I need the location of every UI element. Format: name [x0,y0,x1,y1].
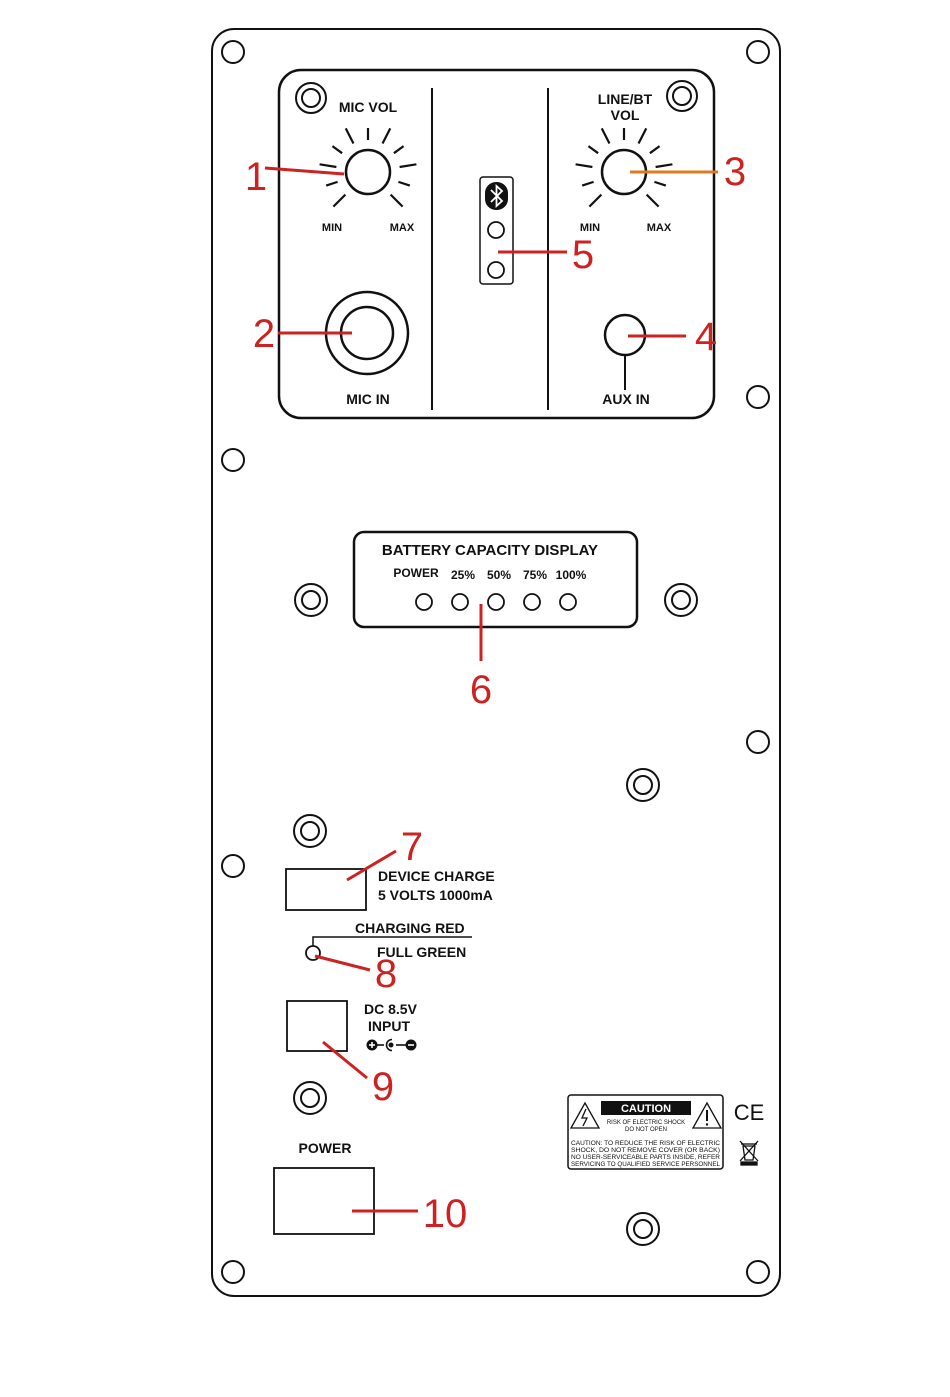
scale-tick [344,127,355,144]
mic-vol-min-label: MIN [322,222,342,234]
mic-vol-scale [319,127,417,208]
scale-tick [575,163,593,169]
caution-label [567,1094,724,1170]
battery-display-title: BATTERY CAPACITY DISPLAY [382,542,598,559]
caution-body1: CAUTION: TO REDUCE THE RISK OF ELECTRIC [571,1141,721,1147]
callout-2: 2 [253,312,275,356]
callout-3: 3 [724,150,746,194]
dc-input-line1: DC 8.5V [364,1001,418,1017]
callout-8: 8 [375,952,397,996]
callout-4: 4 [695,315,717,359]
callout-9: 9 [372,1065,394,1109]
scale-tick [645,193,660,208]
dc-input-jack[interactable] [286,1000,348,1052]
scale-tick [654,180,667,187]
caution-sub2: DO NOT OPEN [625,1127,667,1133]
scale-tick [649,145,661,155]
caution-title: CAUTION [621,1103,671,1115]
scale-tick [637,127,648,144]
aux-in-label: AUX IN [602,391,649,407]
callout-6: 6 [470,668,492,712]
line-vol-label-line2: VOL [611,107,640,123]
line-vol-scale [575,127,673,208]
panel-outline [211,28,781,1297]
scale-tick [399,163,417,169]
charge-indicator-leader [312,936,472,946]
caution-sub1: RISK OF ELECTRIC SHOCK [607,1120,685,1126]
scale-tick [655,163,673,169]
callout-5: 5 [572,233,594,277]
power-switch-label: POWER [299,1140,352,1156]
scale-tick [319,163,337,169]
caution-body2: SHOCK, DO NOT REMOVE COVER (OR BACK) [571,1148,720,1154]
callout-1: 1 [245,155,267,199]
scale-tick [393,145,405,155]
scale-tick [600,127,611,144]
scale-tick [381,127,392,144]
power-switch[interactable] [273,1167,375,1235]
device-charge-line1: DEVICE CHARGE [378,868,495,884]
battery-leds [415,593,577,611]
scale-tick [389,193,404,208]
scale-tick [331,145,343,155]
mic-vol-knob[interactable] [344,148,392,196]
callout-10: 10 [423,1192,468,1236]
polarity-icon [366,1038,417,1052]
battery-level-power: POWER [393,566,439,580]
charge-indicator-line2: FULL GREEN [377,944,466,960]
line-vol-min-label: MIN [580,222,600,234]
scale-tick [588,193,603,208]
dc-input-line2: INPUT [368,1018,410,1034]
usb-charge-port[interactable] [285,868,367,911]
mic-vol-max-label: MAX [390,222,415,234]
screw-holes [293,80,698,1246]
control-plate [277,68,716,420]
mounting-holes [221,40,770,1284]
scale-tick [325,180,338,187]
battery-display-panel [352,530,639,629]
device-charge-line2: 5 VOLTS 1000mA [378,887,493,903]
battery-level-100: 100% [556,568,587,582]
bluetooth-pair-button[interactable] [487,261,505,279]
weee-bin-icon [739,1140,759,1166]
callout-leaders [264,166,718,1213]
scale-tick [587,145,599,155]
mic-vol-label: MIC VOL [339,99,398,115]
callout-7: 7 [401,825,423,869]
battery-level-50: 50% [487,568,511,582]
line-vol-label-line1: LINE/BT [598,91,653,107]
bluetooth-led [487,221,505,239]
scale-tick [332,193,347,208]
battery-level-25: 25% [451,568,475,582]
scale-tick [581,180,594,187]
bluetooth-module [479,176,514,285]
scale-tick [398,180,411,187]
ce-mark: CE [734,1100,765,1125]
caution-body3: NO USER-SERVICEABLE PARTS INSIDE, REFER [571,1155,721,1161]
bluetooth-icon [485,182,508,210]
mic-in-label: MIC IN [346,391,390,407]
charge-indicator-line1: CHARGING RED [355,920,465,936]
caution-body4: SERVICING TO QUALIFIED SERVICE PERSONNEL [571,1162,721,1168]
line-vol-max-label: MAX [647,222,672,234]
battery-level-75: 75% [523,568,547,582]
